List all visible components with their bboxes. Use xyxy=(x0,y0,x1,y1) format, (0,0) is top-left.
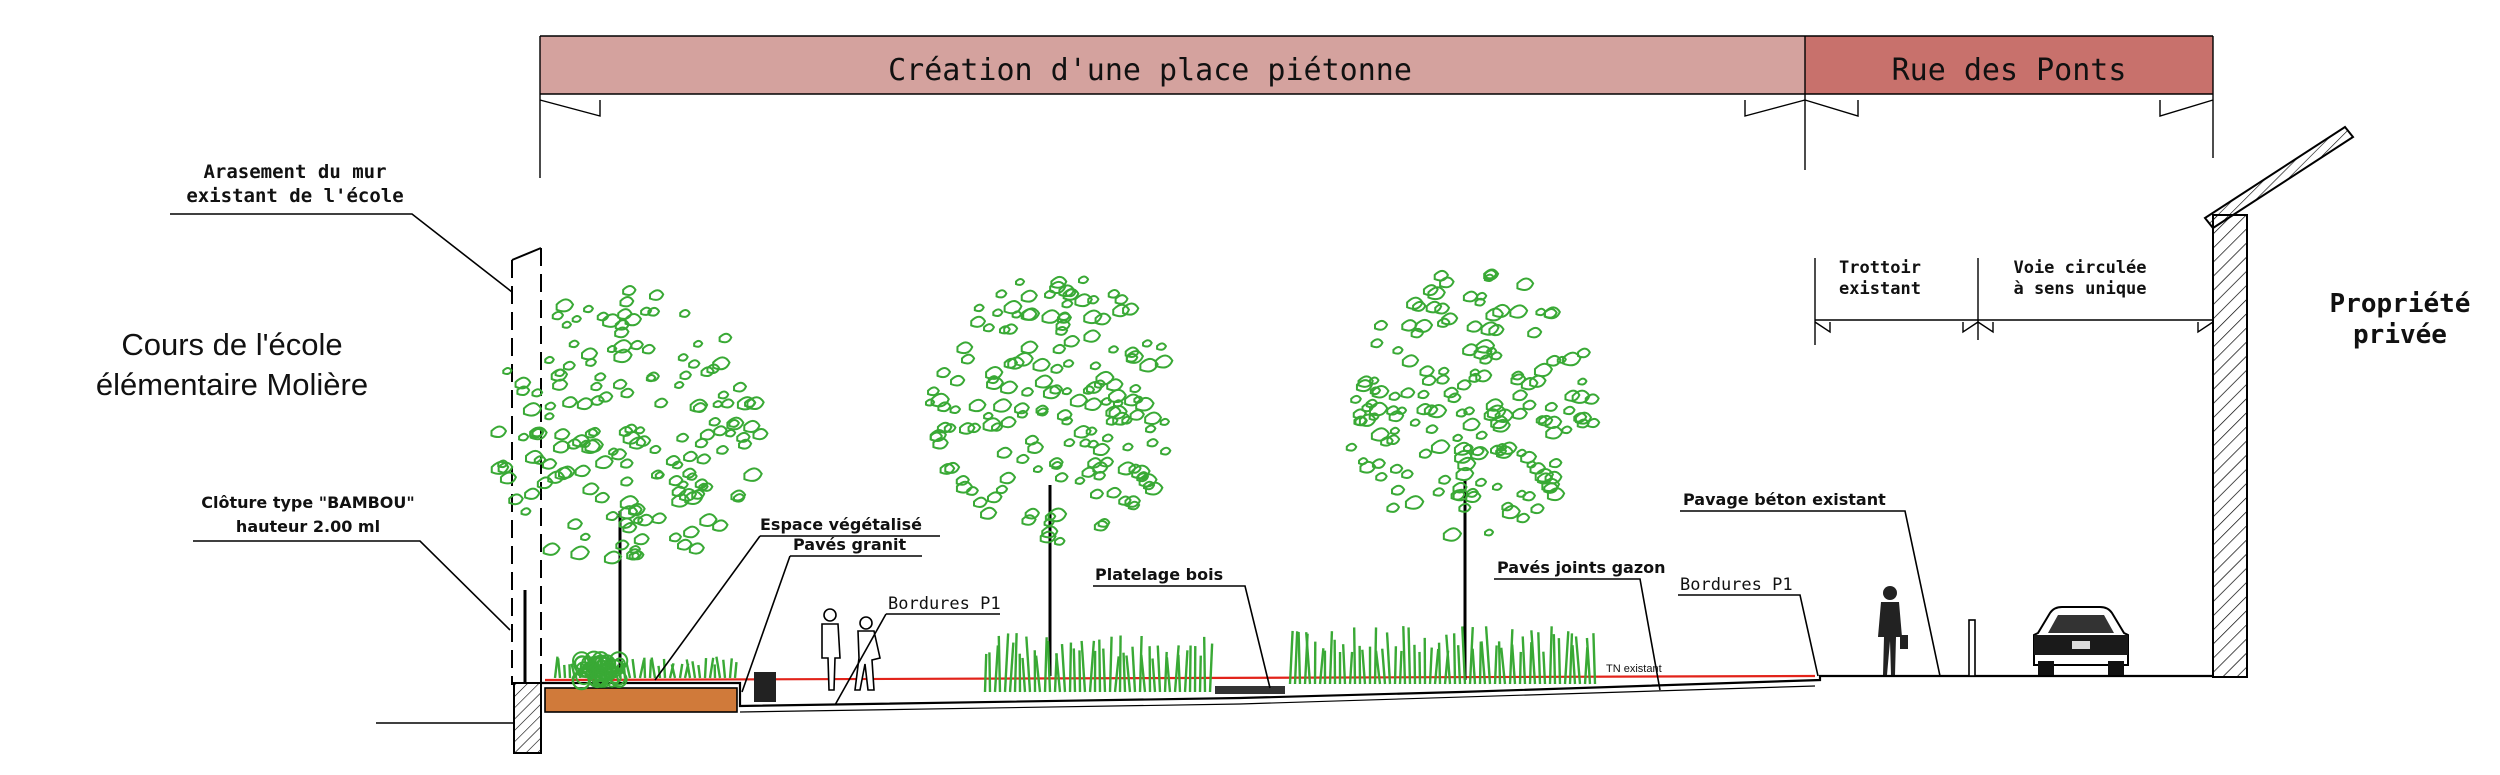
green-space-label: Espace végétalisé xyxy=(760,515,922,534)
banner-left-bar xyxy=(540,36,1805,94)
ground-profile xyxy=(541,674,2213,713)
curbs-right-label: Bordures P1 xyxy=(1680,575,1793,595)
shrub-icon xyxy=(571,650,629,691)
tn-existing-label: TN existant xyxy=(1606,663,1662,675)
tree-icon xyxy=(490,285,769,672)
grass-bed xyxy=(1288,626,1597,685)
concrete-label: Pavage béton existant xyxy=(1683,490,1886,509)
road-label-line1: Voie circulée xyxy=(2013,258,2146,278)
wall-label-line2: existant de l'école xyxy=(186,185,403,207)
wood-deck-label: Platelage bois xyxy=(1095,565,1223,584)
granite-label: Pavés granit xyxy=(793,535,906,554)
fence-label-line1: Clôture type "BAMBOU" xyxy=(201,493,414,512)
banner: Création d'une place piétonne Rue des Po… xyxy=(539,35,2214,178)
fence-label-line2: hauteur 2.00 ml xyxy=(236,517,380,536)
banner-left-title: Création d'une place piétonne xyxy=(888,53,1412,88)
tree-icon xyxy=(924,275,1174,676)
curbs-left-label: Bordures P1 xyxy=(888,594,1001,614)
school-label-line1: Cours de l'école xyxy=(121,327,342,362)
tree-icon xyxy=(1345,268,1601,680)
car-icon xyxy=(2033,606,2129,675)
sidewalk-label-line2: existant xyxy=(1839,279,1921,299)
pedestrian-icon xyxy=(854,616,881,691)
grass-beds xyxy=(553,626,1597,693)
pedestrian-icon xyxy=(1878,586,1908,675)
bench-icon xyxy=(754,672,776,702)
road-label-line2: à sens unique xyxy=(2013,279,2146,299)
grass-joints-label: Pavés joints gazon xyxy=(1497,558,1666,577)
wall-label-line1: Arasement du mur xyxy=(203,161,386,183)
annotations: Arasement du mur existant de l'école Clô… xyxy=(170,161,2214,706)
private-property-line2: privée xyxy=(2353,320,2447,350)
private-building-wall xyxy=(2203,125,2355,678)
trees xyxy=(490,268,1601,680)
banner-right-title: Rue des Ponts xyxy=(1892,53,2127,88)
bollard-icon xyxy=(1968,619,1976,677)
private-property-line1: Propriété xyxy=(2330,289,2471,319)
wood-deck xyxy=(1215,686,1285,694)
grass-bed xyxy=(983,633,1214,693)
planter-box xyxy=(544,687,738,713)
banner-right-bar xyxy=(1805,36,2213,94)
pedestrian-icon xyxy=(821,608,841,691)
school-label-line2: élémentaire Molière xyxy=(96,367,368,402)
sidewalk-label-line1: Trottoir xyxy=(1839,258,1921,278)
